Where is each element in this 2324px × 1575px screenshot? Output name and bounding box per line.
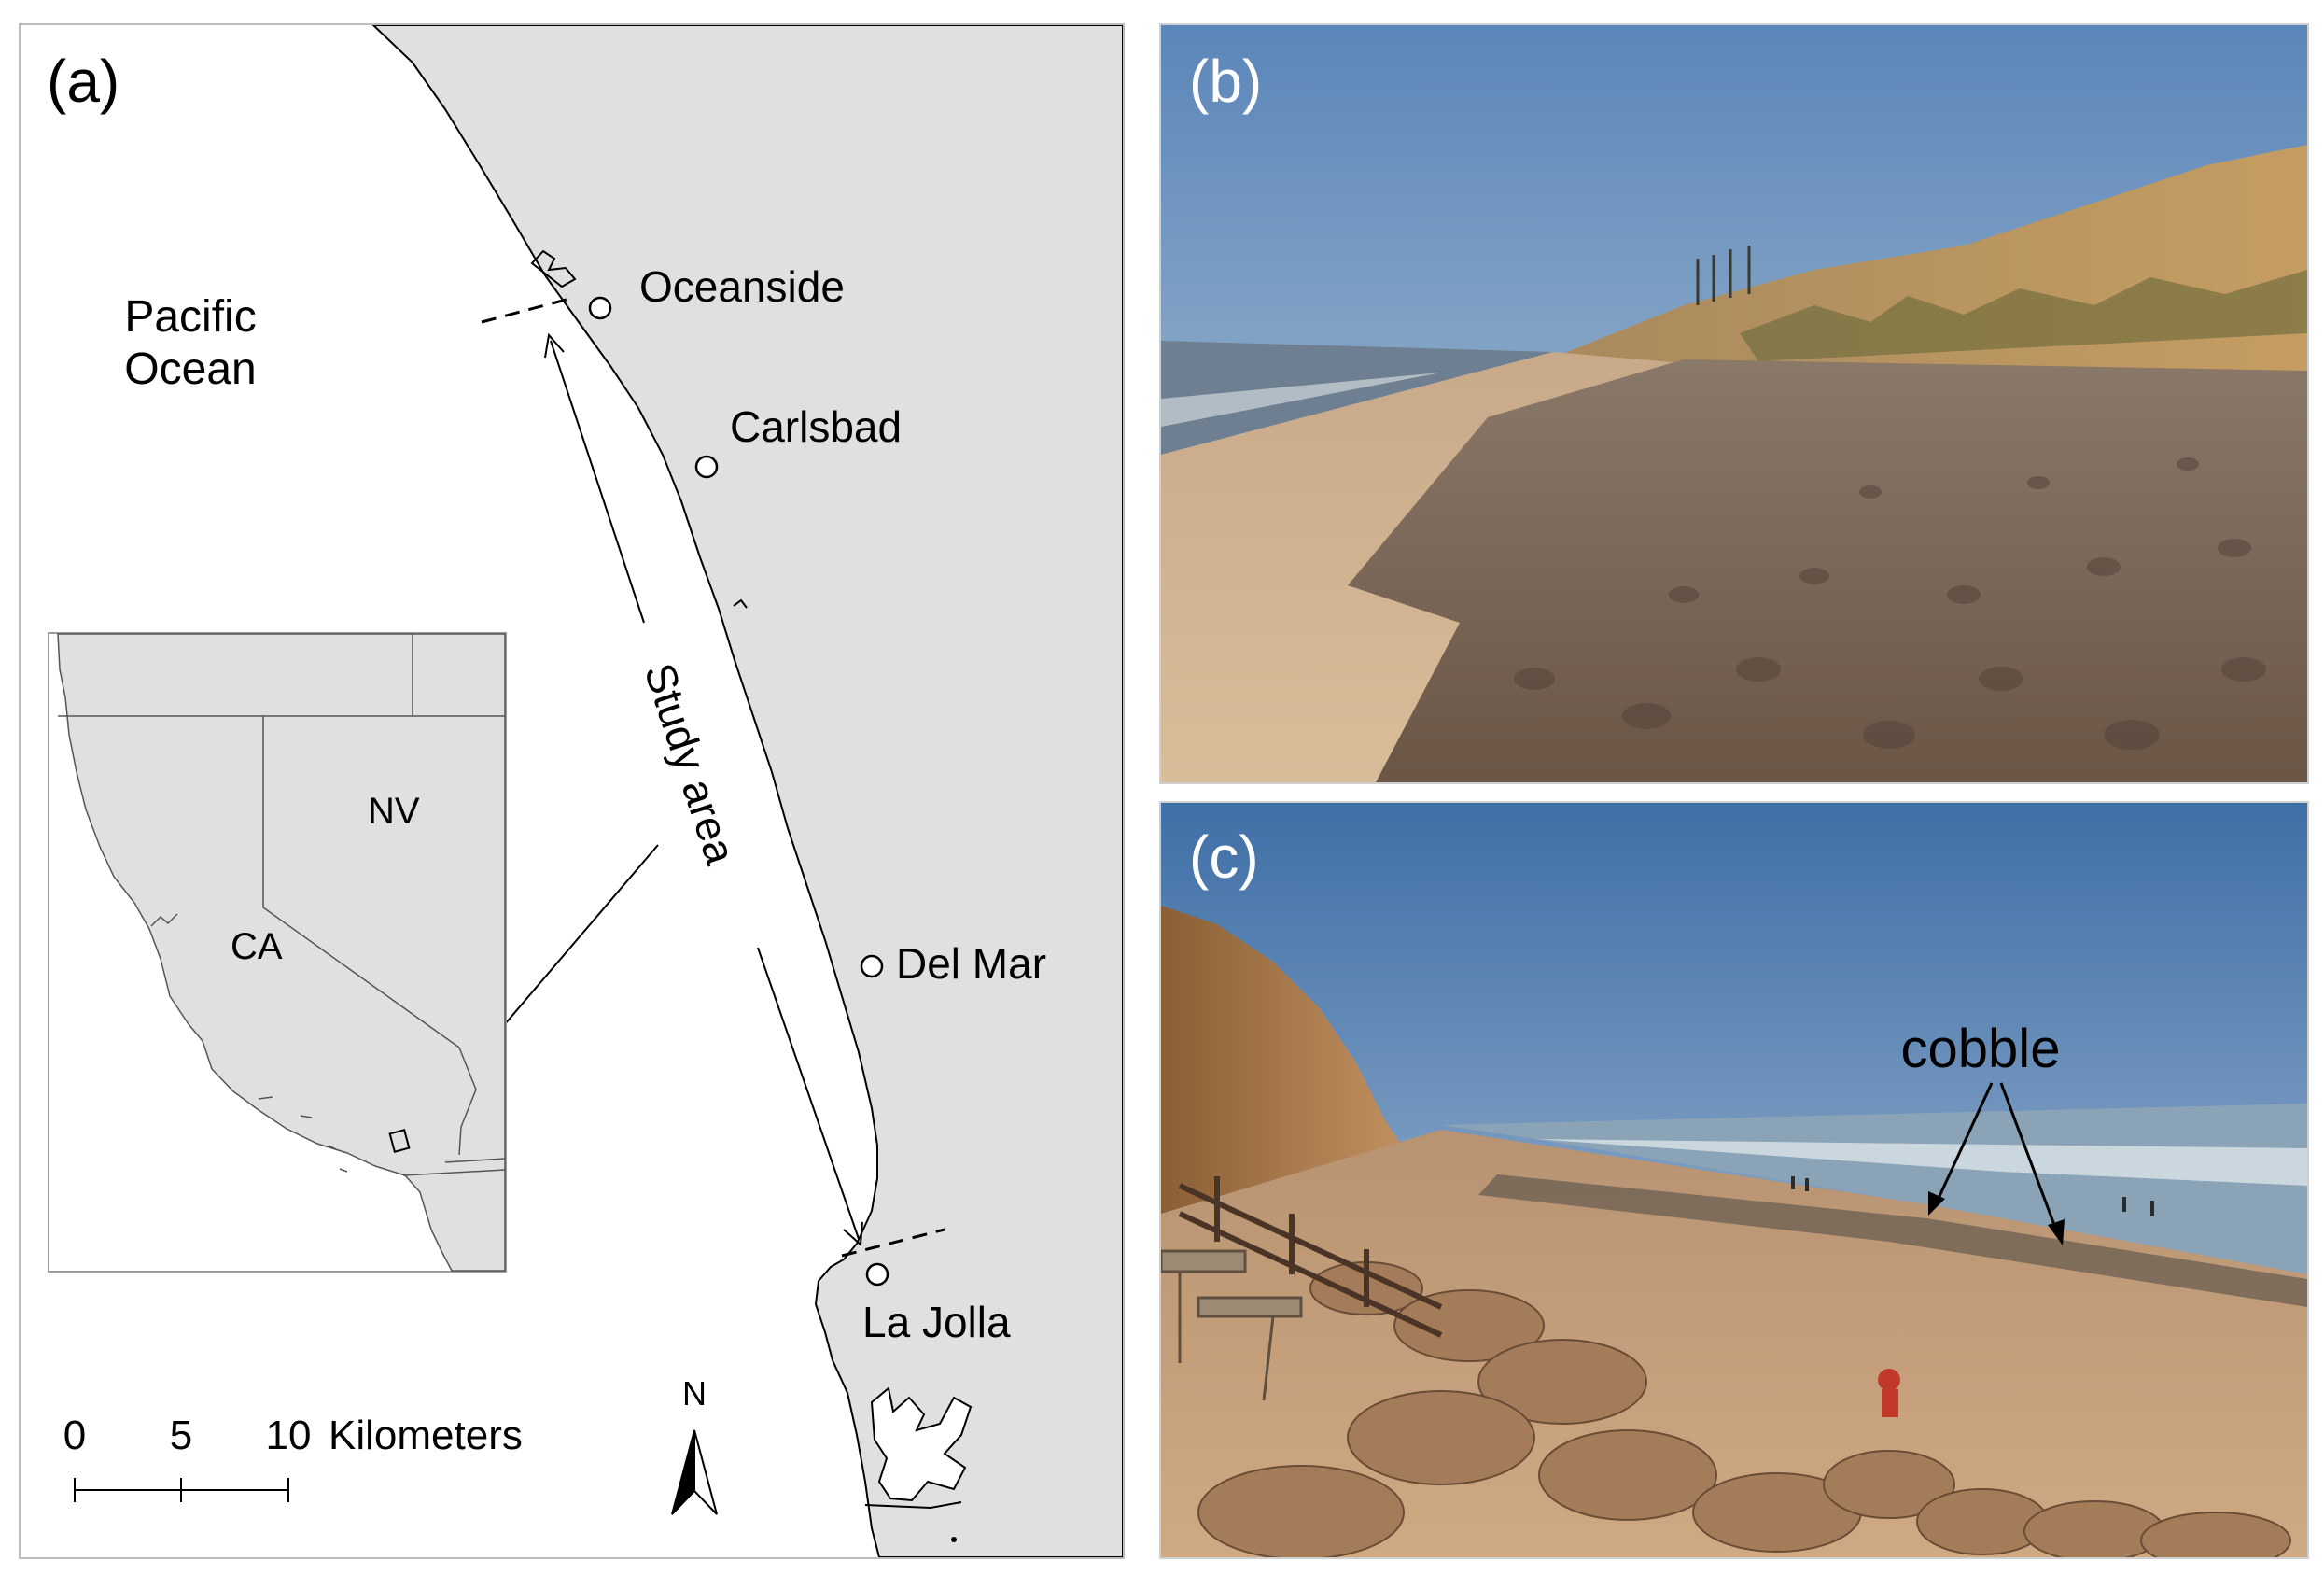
land-mass bbox=[371, 25, 1123, 1557]
surf-foam bbox=[1534, 1139, 2307, 1186]
oceanside-label: Oceanside bbox=[639, 262, 845, 311]
study-area-arrow-south bbox=[757, 947, 860, 1240]
ca-az-border bbox=[444, 1158, 506, 1163]
inset-land bbox=[57, 633, 506, 1272]
ocean-water bbox=[1161, 341, 1553, 455]
inset-label-nv: NV bbox=[368, 791, 420, 832]
scale-tick-10: 10 bbox=[266, 1413, 312, 1458]
bluff-cliff bbox=[1562, 145, 2307, 417]
mission-bay-channel bbox=[864, 1501, 962, 1510]
photo-panel-c: cobble (c) bbox=[1159, 801, 2309, 1559]
study-area-arrowhead-north bbox=[544, 332, 565, 359]
carlsbad-label: Carlsbad bbox=[730, 402, 902, 451]
oceanside-harbor bbox=[530, 249, 577, 288]
cliff-vegetation bbox=[1740, 270, 2307, 361]
beach-people bbox=[1791, 1176, 2154, 1417]
oceanside-marker bbox=[588, 296, 612, 320]
scale-tick-0: 0 bbox=[63, 1413, 86, 1458]
cobble-arrowhead-left bbox=[1928, 1191, 1945, 1216]
cobble-field bbox=[1348, 359, 2307, 782]
stairs-railing bbox=[1178, 1176, 1443, 1338]
foreground-rocks bbox=[1197, 1261, 2291, 1557]
batiquitos-detail bbox=[733, 598, 748, 609]
palm-trees bbox=[1696, 246, 1751, 305]
cobble-beach-photo-b: (b) bbox=[1161, 25, 2307, 782]
panel-c-label: (c) bbox=[1189, 823, 1259, 891]
study-area-locator bbox=[388, 1129, 411, 1153]
inset-label-ca: CA bbox=[231, 926, 283, 967]
del-mar-label: Del Mar bbox=[896, 939, 1046, 988]
us-mexico-border bbox=[402, 1169, 506, 1176]
la-jolla-label: La Jolla bbox=[862, 1298, 1011, 1346]
panel-b-label: (b) bbox=[1189, 48, 1262, 115]
photo-panel-b: (b) bbox=[1159, 23, 2309, 784]
north-arrow-label: N bbox=[682, 1374, 707, 1413]
channel-islands bbox=[258, 1096, 348, 1173]
scale-tick-5: 5 bbox=[170, 1413, 192, 1458]
map-panel: Study area Oceanside Carlsbad Del Mar La… bbox=[19, 23, 1125, 1559]
study-area-label: Study area bbox=[635, 657, 745, 870]
study-area-arrowhead-south bbox=[843, 1221, 863, 1247]
cobble-pointer-right bbox=[1999, 1082, 2059, 1233]
sea-cliff bbox=[1161, 906, 1404, 1242]
picnic-table bbox=[1161, 1249, 1303, 1401]
south-boundary-line bbox=[841, 1228, 945, 1258]
ca-nv-border bbox=[262, 716, 477, 1156]
cobble-band bbox=[1478, 1174, 2307, 1307]
map-svg: Study area Oceanside Carlsbad Del Mar La… bbox=[47, 25, 1123, 1557]
cobble-arrowhead-right bbox=[2048, 1219, 2065, 1245]
cobble-beach-photo-c: cobble (c) bbox=[1161, 803, 2307, 1557]
cobble-annotation: cobble bbox=[1901, 1019, 2061, 1079]
scale-bar: 0 5 10 Kilometers bbox=[63, 1413, 523, 1502]
ocean-label-line1: Pacific bbox=[124, 292, 256, 342]
la-jolla-marker bbox=[865, 1262, 889, 1287]
mission-bay bbox=[870, 1386, 973, 1502]
cobble-texture bbox=[1514, 457, 2266, 750]
cobble-pointer-left bbox=[1934, 1082, 1994, 1205]
ocean-label-line2: Ocean bbox=[124, 345, 256, 394]
north-boundary-line bbox=[481, 296, 574, 324]
surf-foam bbox=[1161, 373, 1441, 427]
sf-bay-detail bbox=[150, 913, 178, 927]
panel-a-label: (a) bbox=[47, 48, 119, 115]
study-area-arrow-north bbox=[550, 340, 645, 624]
del-mar-marker bbox=[860, 954, 884, 978]
point-loma-tip bbox=[951, 1537, 957, 1542]
carlsbad-marker bbox=[694, 455, 719, 479]
north-arrow-icon: N bbox=[671, 1374, 718, 1515]
inset-map: NV CA bbox=[48, 632, 507, 1273]
scale-unit: Kilometers bbox=[329, 1413, 523, 1458]
